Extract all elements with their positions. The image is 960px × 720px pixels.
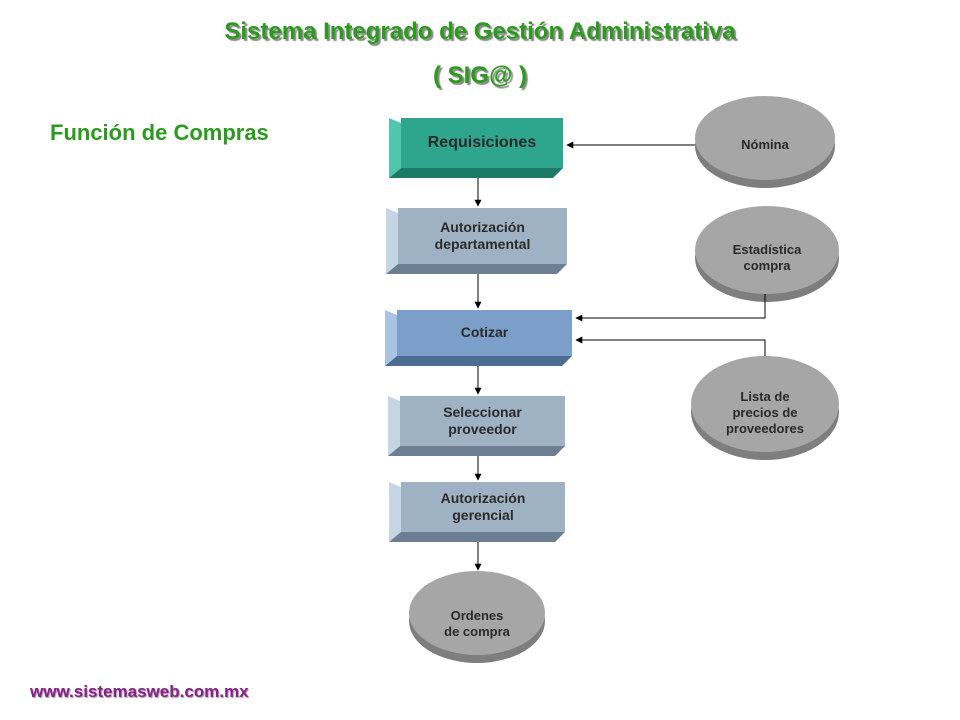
step-label-requisiciones: Requisiciones: [427, 134, 537, 151]
footer-website-link[interactable]: www.sistemasweb.com.mx: [30, 682, 249, 701]
connectors: [474, 141, 766, 571]
step-label-cotizar: Cotizar: [460, 324, 509, 341]
store-lista-precios[interactable]: [691, 356, 839, 460]
step-autorizacion-gerencial[interactable]: [389, 482, 565, 542]
page-title: Sistema Integrado de Gestión Administrat…: [224, 18, 736, 45]
page-subtitle: ( SIG@ ): [432, 62, 528, 89]
store-ordenes-compra[interactable]: [409, 571, 545, 663]
store-estadistica-compra[interactable]: [695, 206, 839, 302]
step-cotizar[interactable]: [385, 310, 572, 366]
store-nomina[interactable]: [695, 96, 835, 188]
step-autorizacion-departamental[interactable]: [386, 208, 567, 274]
section-title: Función de Compras: [50, 120, 269, 145]
step-requisiciones[interactable]: [389, 118, 563, 178]
step-seleccionar-proveedor[interactable]: [388, 396, 565, 456]
store-label-nomina: Nómina: [741, 136, 789, 152]
